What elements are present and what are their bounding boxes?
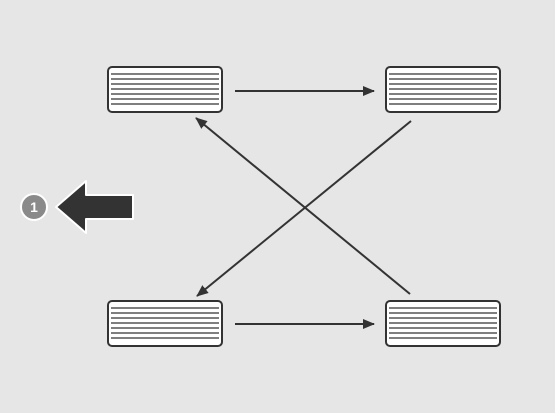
- rotation-arrows: [195, 86, 412, 329]
- tire-front-right: [385, 66, 501, 113]
- rotation-arrow-rear-right-to-front-left: [195, 117, 411, 295]
- callout-badge: 1: [20, 193, 48, 221]
- tire-rear-left: [107, 300, 223, 347]
- tire-front-left: [107, 66, 223, 113]
- callout-badge-label: 1: [30, 199, 38, 215]
- direction-arrow-icon: [55, 180, 134, 234]
- tire-rear-right: [385, 300, 501, 347]
- rotation-arrow-front-right-to-rear-left: [196, 120, 412, 297]
